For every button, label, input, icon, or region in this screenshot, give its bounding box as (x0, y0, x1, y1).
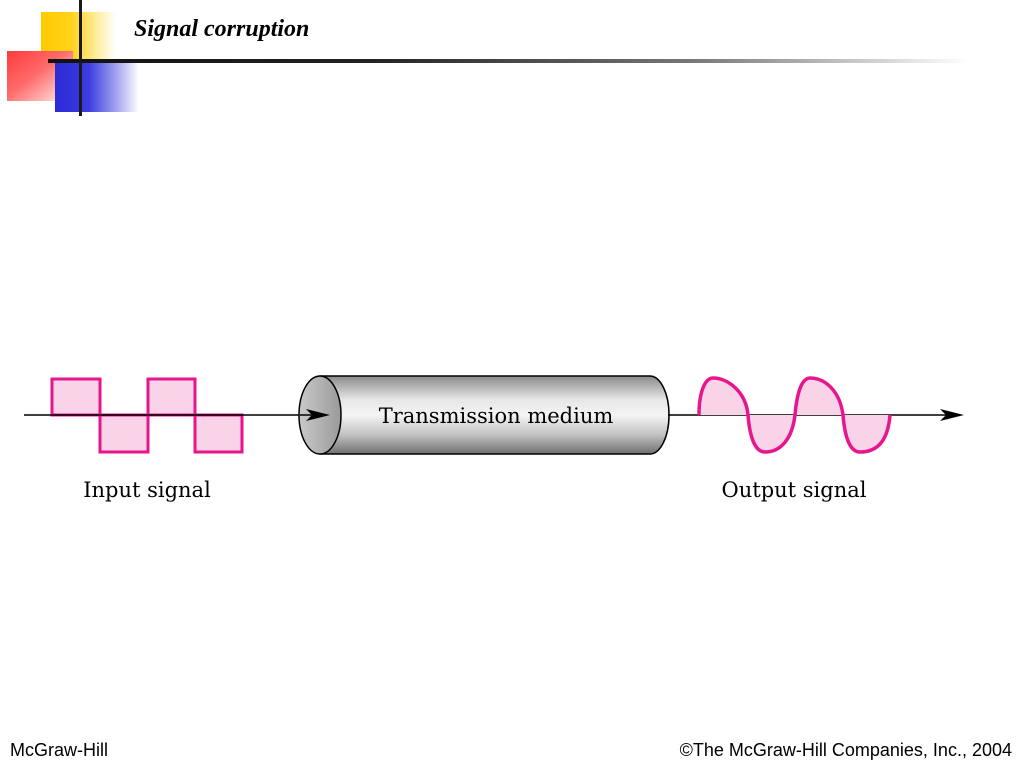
output-distorted-wave (697, 376, 892, 454)
transmission-medium-label: Transmission medium (379, 404, 614, 428)
decorative-blue-square (55, 62, 139, 112)
decorative-vertical-line (79, 0, 82, 116)
slide-title: Signal corruption (134, 16, 310, 42)
input-square-wave (50, 377, 244, 454)
output-signal-label: Output signal (722, 478, 867, 502)
input-signal-label: Input signal (83, 478, 211, 502)
input-arrow-head (306, 409, 330, 421)
footer-publisher: McGraw-Hill (10, 740, 108, 760)
title-underline (48, 59, 968, 63)
output-arrow-head (940, 409, 964, 421)
footer-copyright: ©The McGraw-Hill Companies, Inc., 2004 (679, 740, 1012, 760)
